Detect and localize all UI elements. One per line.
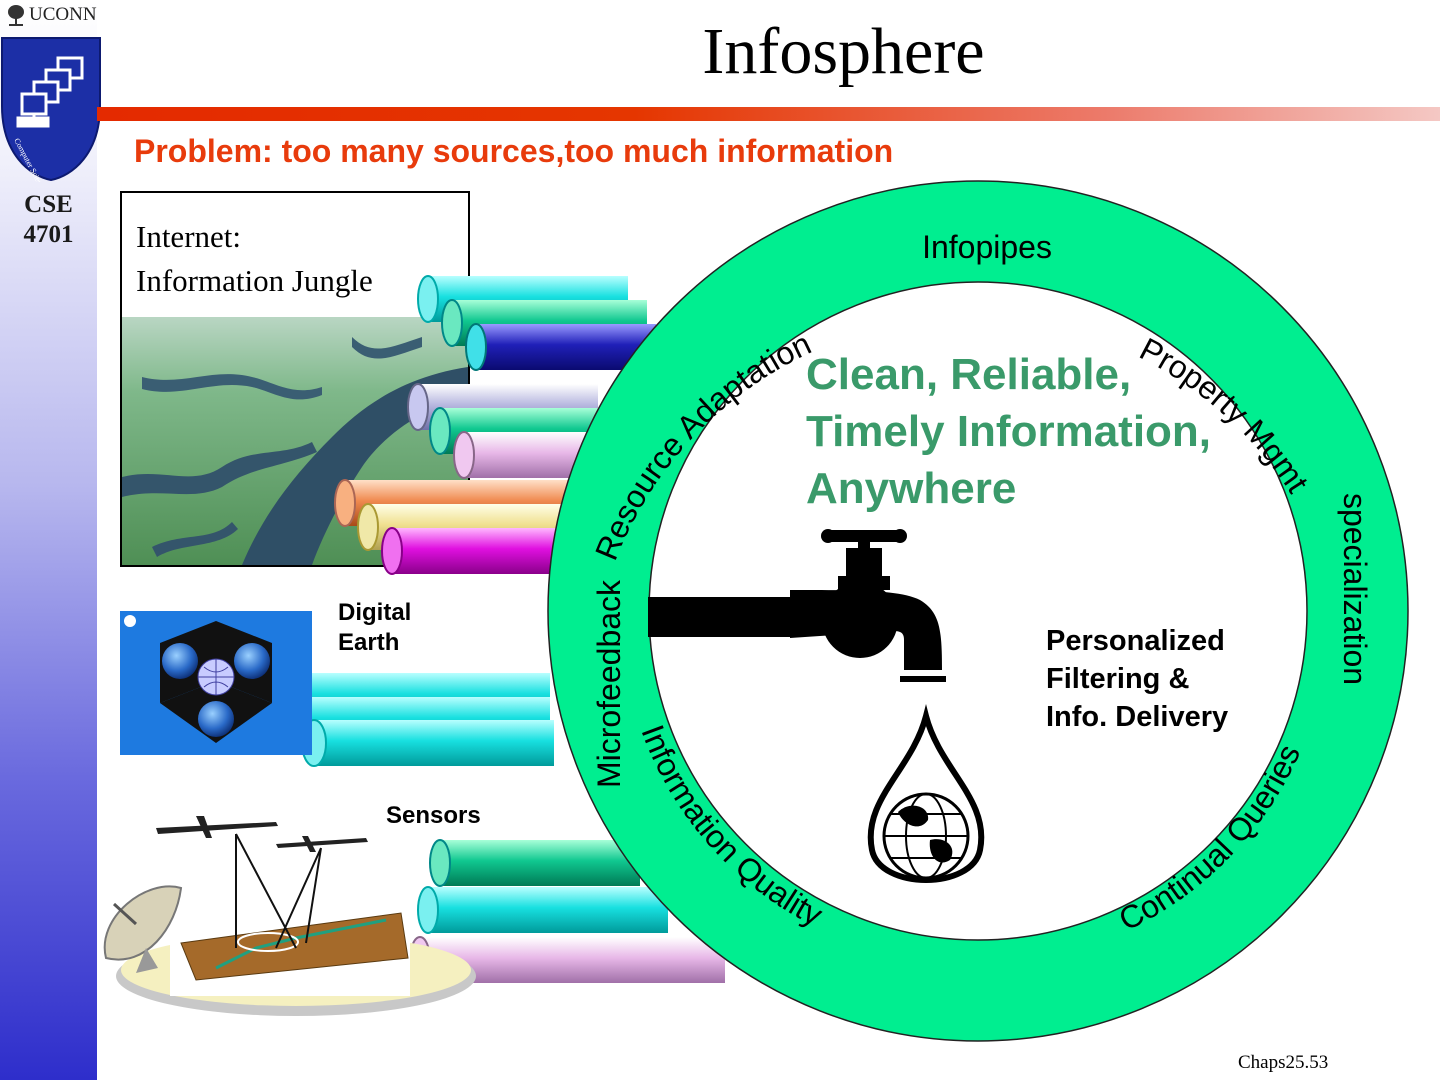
ring-label-specialization: specialization bbox=[1337, 493, 1373, 685]
slide-number: Chaps25.53 bbox=[1238, 1052, 1328, 1074]
filtering-label: Personalized Filtering & Info. Delivery bbox=[1046, 622, 1228, 736]
ring-label-infopipes: Infopipes bbox=[922, 229, 1052, 265]
center-message: Clean, Reliable, Timely Information, Any… bbox=[806, 346, 1211, 517]
ring-label-microfeedback: Microfeedback bbox=[591, 579, 627, 788]
